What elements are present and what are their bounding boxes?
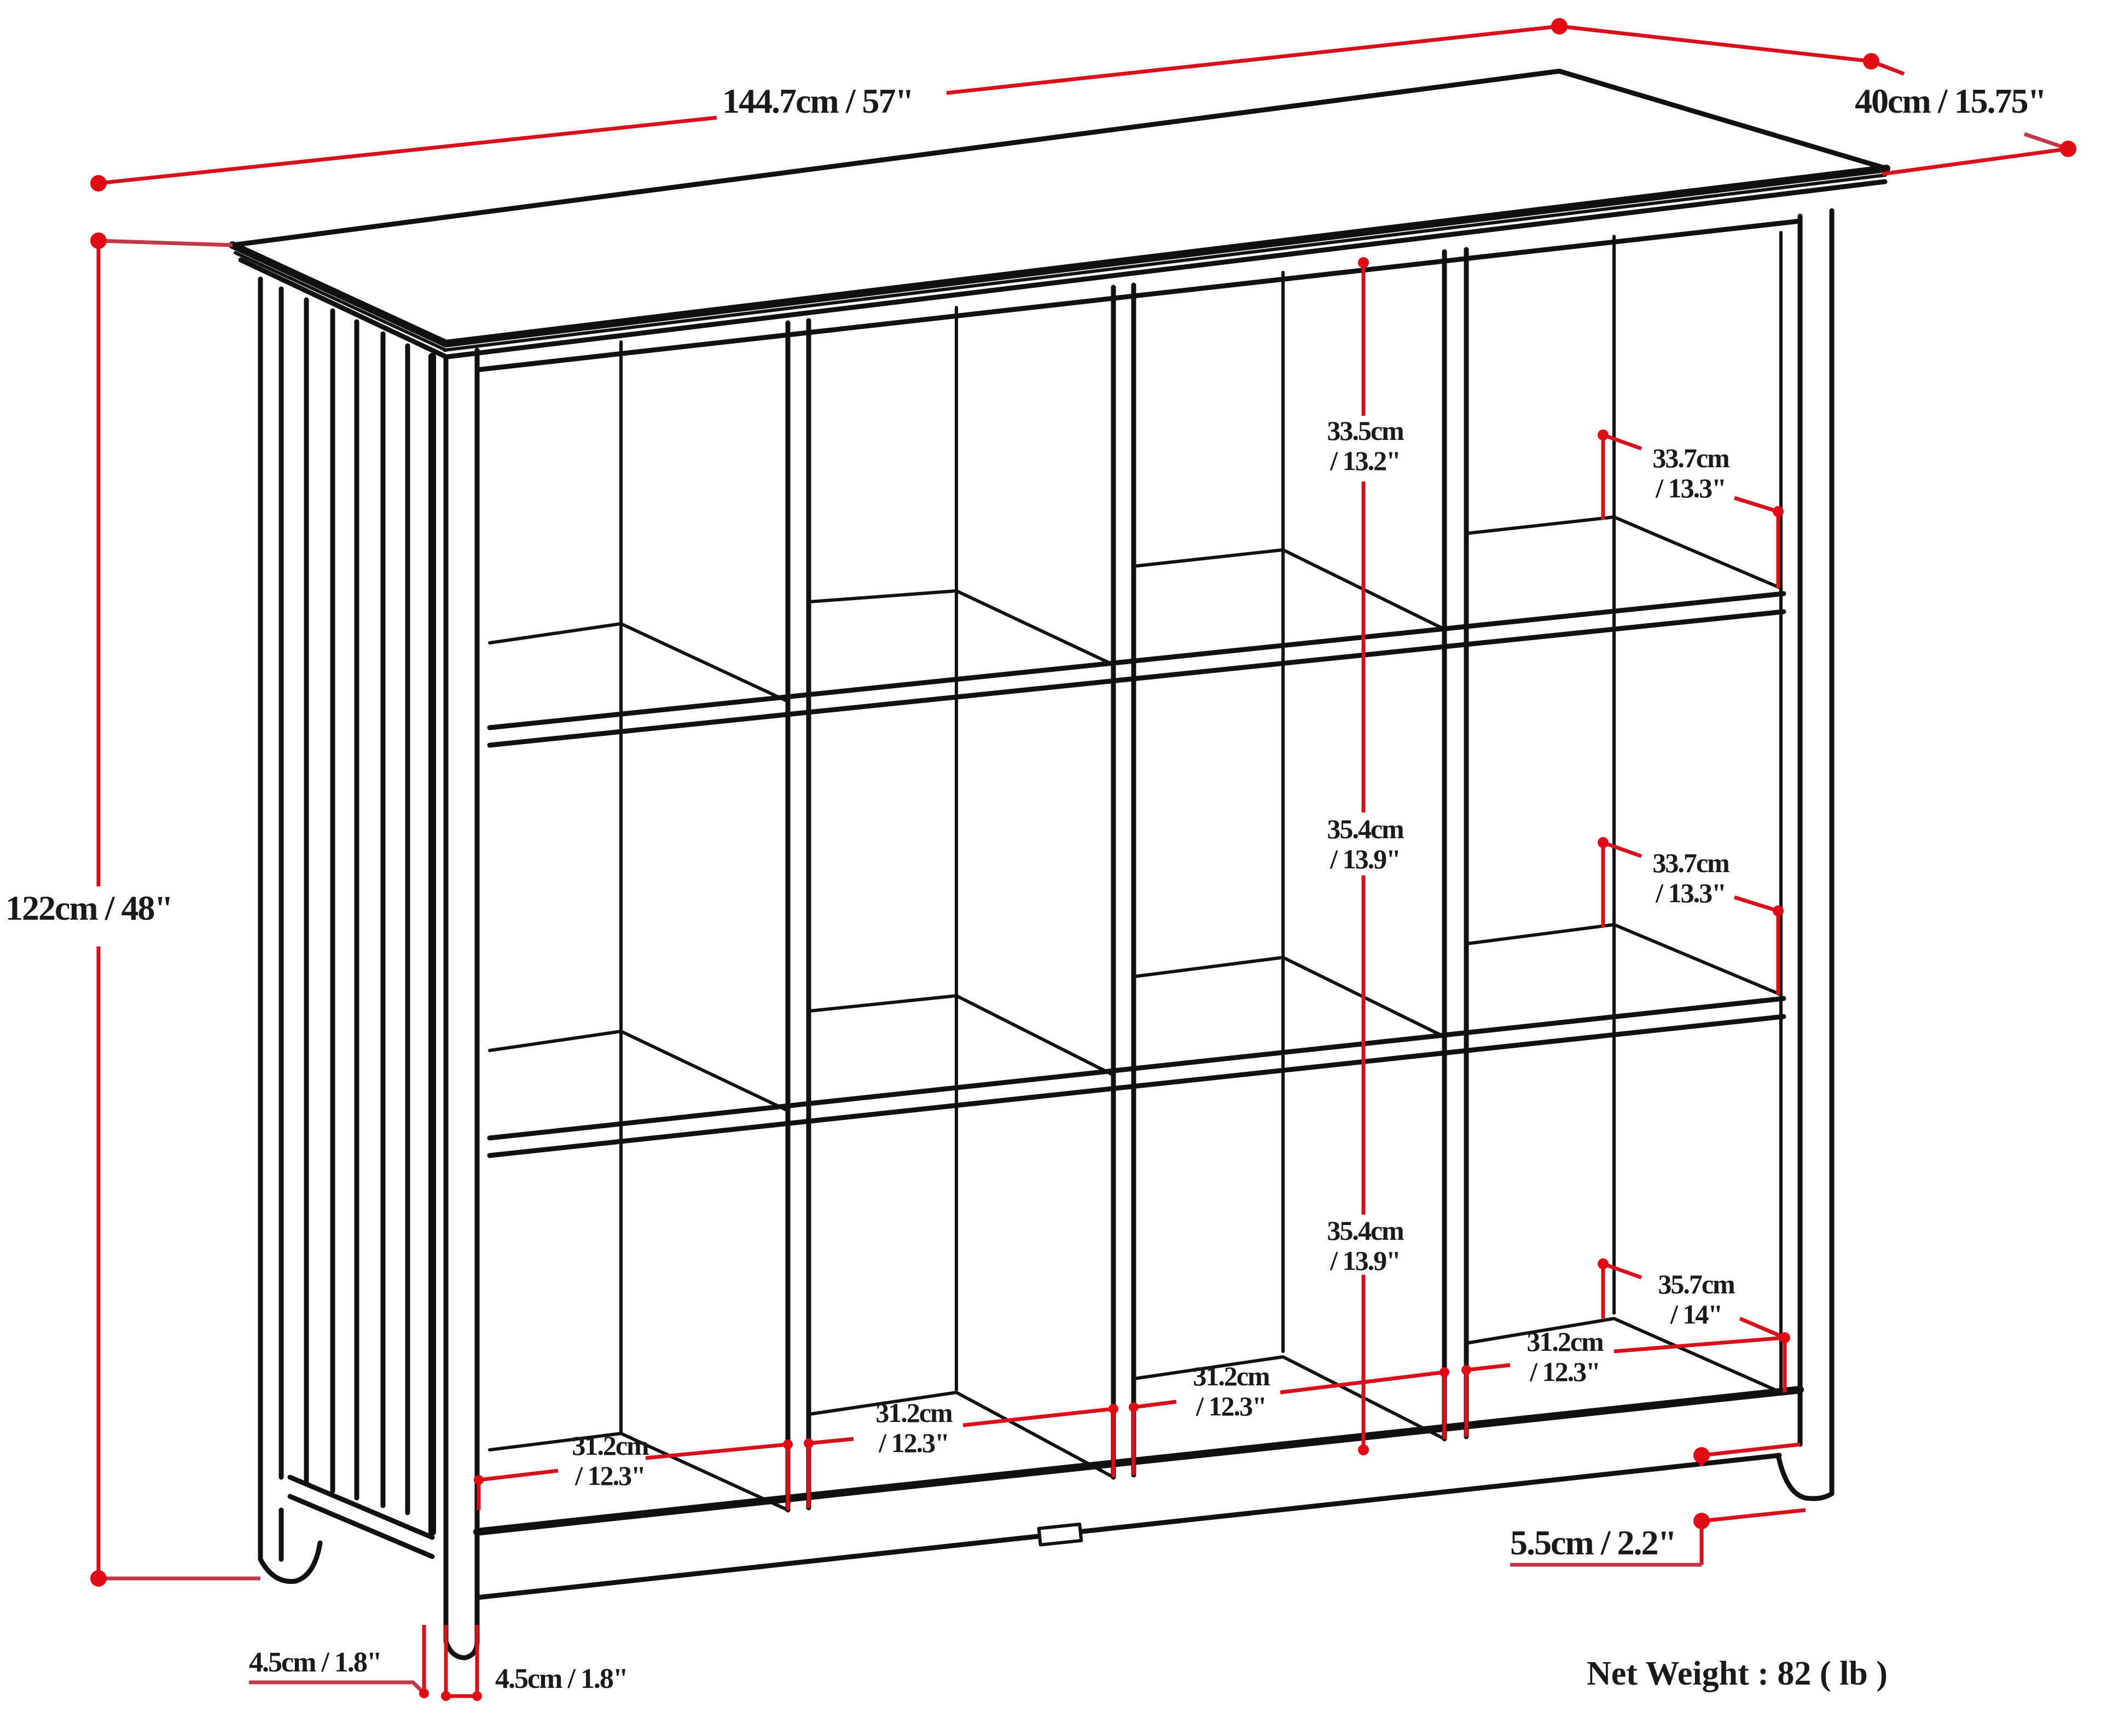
cubby-width-4-in: / 12.3" bbox=[1530, 1356, 1601, 1387]
middle-row-depth-cm: 33.7cm bbox=[1652, 847, 1729, 878]
middle-row-height-label: 35.4cm / 13.9" bbox=[1310, 814, 1420, 874]
cubby-width-1-in: / 12.3" bbox=[575, 1460, 646, 1491]
dimension-lines bbox=[96, 24, 2069, 1698]
crown-moulding-front-lower bbox=[445, 179, 1888, 359]
overall-depth-label: 40cm / 15.75" bbox=[1855, 82, 2047, 120]
top-row-height-cm: 33.5cm bbox=[1327, 415, 1404, 446]
top-row-depth-in: / 13.3" bbox=[1656, 473, 1727, 503]
cubby-width-1-cm: 31.2cm bbox=[572, 1430, 649, 1461]
cubby-width-3-in: / 12.3" bbox=[1196, 1391, 1267, 1421]
cubby-interior bbox=[488, 231, 1783, 1512]
cubby-width-label-1: 31.2cm / 12.3" bbox=[555, 1431, 665, 1491]
crown-moulding-front bbox=[442, 165, 1890, 347]
cubby-width-4-cm: 31.2cm bbox=[1527, 1326, 1604, 1357]
cubby-width-label-3: 31.2cm / 12.3" bbox=[1176, 1361, 1286, 1421]
bottom-row-depth-in: / 14" bbox=[1670, 1299, 1723, 1329]
bottom-row-height-label: 35.4cm / 13.9" bbox=[1310, 1216, 1420, 1276]
crown-moulding-side bbox=[229, 241, 450, 347]
left-side-panel bbox=[258, 276, 436, 1584]
vertical-dividers bbox=[785, 247, 1469, 1513]
cubby-width-2-cm: 31.2cm bbox=[875, 1397, 953, 1428]
middle-row-height-cm: 35.4cm bbox=[1327, 814, 1404, 844]
overall-width-label: 144.7cm / 57" bbox=[722, 82, 914, 120]
overall-height-label: 122cm / 48" bbox=[5, 889, 173, 927]
base-clearance-label: 5.5cm / 2.2" bbox=[1510, 1523, 1677, 1562]
cubby-width-3-cm: 31.2cm bbox=[1193, 1361, 1270, 1391]
leg-depth-label: 4.5cm / 1.8" bbox=[495, 1663, 629, 1694]
leg-width-label: 4.5cm / 1.8" bbox=[249, 1647, 382, 1678]
cubby-width-label-4: 31.2cm / 12.3" bbox=[1510, 1327, 1620, 1387]
top-row-height-in: / 13.2" bbox=[1330, 445, 1401, 476]
dimension-endpoints bbox=[90, 18, 2076, 1701]
middle-row-depth-in: / 13.3" bbox=[1656, 878, 1727, 908]
cubby-width-2-in: / 12.3" bbox=[879, 1427, 950, 1458]
middle-row-depth-label: 33.7cm / 13.3" bbox=[1636, 848, 1745, 908]
front-frame bbox=[443, 208, 1835, 1660]
top-row-height-label: 33.5cm / 13.2" bbox=[1310, 416, 1420, 476]
bottom-row-height-in: / 13.9" bbox=[1330, 1245, 1401, 1276]
net-weight-label: Net Weight : 82 ( lb ) bbox=[1587, 1655, 1888, 1692]
top-row-depth-label: 33.7cm / 13.3" bbox=[1636, 443, 1745, 503]
top-row-depth-cm: 33.7cm bbox=[1652, 443, 1729, 473]
bottom-row-depth-cm: 35.7cm bbox=[1658, 1269, 1735, 1299]
cubby-width-label-2: 31.2cm / 12.3" bbox=[859, 1398, 968, 1458]
shelf-lines bbox=[487, 591, 1786, 1158]
bottom-row-depth-label: 35.7cm / 14" bbox=[1641, 1269, 1751, 1329]
bottom-row-height-cm: 35.4cm bbox=[1327, 1215, 1404, 1246]
middle-row-height-in: / 13.9" bbox=[1330, 844, 1401, 874]
